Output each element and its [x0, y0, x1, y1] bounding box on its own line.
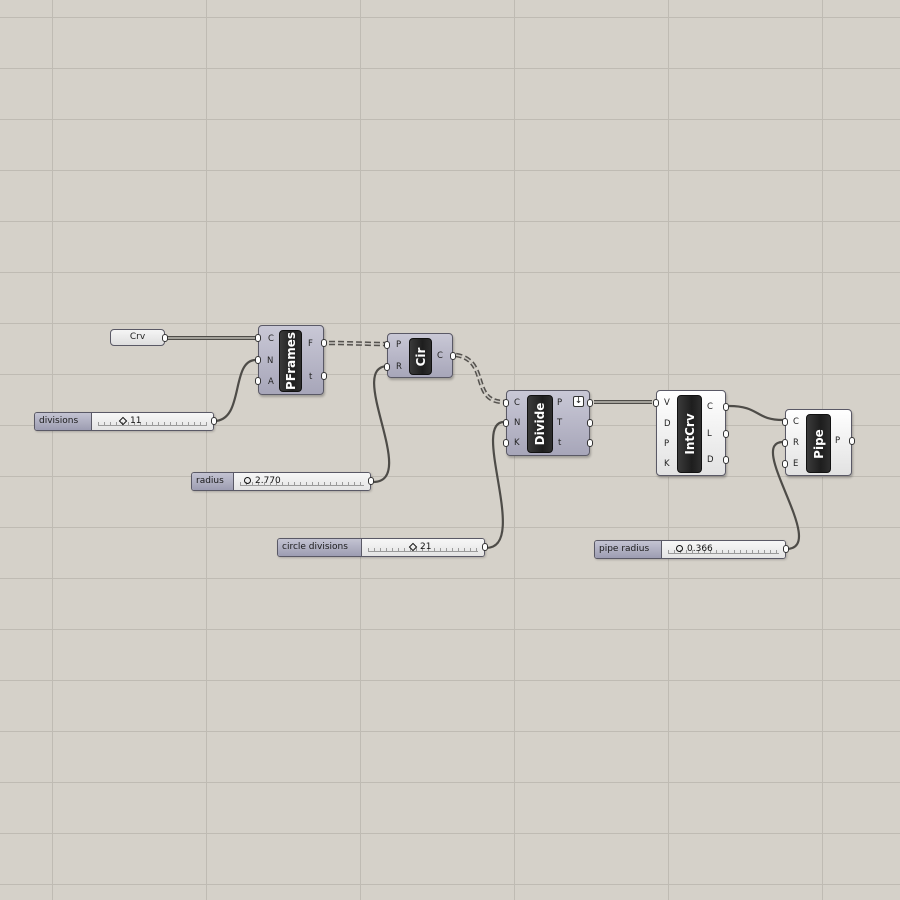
divide-grip-out-t[interactable]: [587, 419, 593, 427]
intcrv-grip-out-d[interactable]: [723, 456, 729, 464]
pipe-grip-in-r[interactable]: [782, 439, 788, 447]
pipe-title: Pipe: [806, 414, 831, 473]
pframes-grip-in-a[interactable]: [255, 377, 261, 385]
intcrv-grip-out-l[interactable]: [723, 430, 729, 438]
divisions-slider-label: divisions: [35, 413, 92, 430]
wire-radius-to-cir: [372, 364, 391, 484]
divisions-output-grip[interactable]: [211, 417, 217, 425]
divide-grip-out-p[interactable]: [587, 399, 593, 407]
pframes-grip-in-c[interactable]: [255, 334, 261, 342]
crv-parameter[interactable]: Crv: [110, 329, 168, 346]
crv-label: Crv: [129, 332, 146, 342]
divide-input-n: N: [514, 418, 521, 428]
wire-piperadius-to-pipe: [771, 440, 801, 551]
circle-divisions-slider-value[interactable]: 21: [408, 539, 431, 556]
divisions-slider-value[interactable]: 11: [118, 413, 141, 430]
wire-cir-to-divide: [455, 352, 505, 405]
cir-grip-out-c[interactable]: [450, 352, 456, 360]
pipe-output-p: P: [835, 436, 841, 446]
pipe-input-e: E: [793, 459, 799, 469]
radius-output-grip[interactable]: [368, 477, 374, 485]
wire-intcrv-to-pipe: [728, 404, 784, 422]
divide-output-t-lower: t: [558, 438, 562, 448]
slider-knob-icon[interactable]: [676, 545, 683, 552]
circle-divisions-slider-label: circle divisions: [278, 539, 362, 556]
pipe-grip-out-p[interactable]: [849, 437, 855, 445]
divide-grip-in-n[interactable]: [503, 419, 509, 427]
divisions-slider-track[interactable]: 11: [92, 413, 213, 430]
intcrv-grip-out-c[interactable]: [723, 403, 729, 411]
radius-slider-label: radius: [192, 473, 234, 490]
intcrv-input-p: P: [664, 439, 670, 449]
pframes-grip-out-t[interactable]: [321, 372, 327, 380]
pframes-input-n: N: [267, 356, 274, 366]
pipe-radius-slider-track[interactable]: 0.366: [662, 541, 785, 558]
pframes-grip-in-n[interactable]: [255, 356, 261, 364]
pframes-input-a: A: [268, 377, 274, 387]
cir-output-c: C: [437, 351, 443, 361]
intcrv-input-v: V: [664, 398, 670, 408]
cir-input-p: P: [396, 340, 402, 350]
intcrv-grip-in-v[interactable]: [653, 399, 659, 407]
pipe-grip-in-c[interactable]: [782, 418, 788, 426]
pipe-radius-output-grip[interactable]: [783, 545, 789, 553]
divisions-slider[interactable]: divisions 11: [34, 412, 217, 431]
radius-slider-track[interactable]: 2.770: [234, 473, 370, 490]
divide-input-c: C: [514, 398, 520, 408]
divide-component[interactable]: Divide C N K P T t ↓: [503, 390, 593, 456]
cir-grip-in-r[interactable]: [384, 363, 390, 371]
radius-slider[interactable]: radius 2.770: [191, 472, 374, 491]
cir-grip-in-p[interactable]: [384, 341, 390, 349]
arrow-down-glyph: ↓: [574, 396, 583, 406]
pframes-output-t: t: [309, 372, 313, 382]
circle-divisions-output-grip[interactable]: [482, 543, 488, 551]
wire-divisions-to-pframes: [213, 358, 257, 423]
circle-divisions-slider[interactable]: circle divisions 21: [277, 538, 488, 557]
crv-output-grip[interactable]: [162, 334, 168, 342]
cir-input-r: R: [396, 362, 402, 372]
pipe-grip-in-e[interactable]: [782, 460, 788, 468]
cir-title: Cir: [409, 338, 432, 375]
circle-divisions-slider-track[interactable]: 21: [362, 539, 484, 556]
divide-grip-in-k[interactable]: [503, 439, 509, 447]
intcrv-input-k: K: [664, 459, 670, 469]
intcrv-title: IntCrv: [677, 395, 702, 473]
intcrv-input-d: D: [664, 419, 671, 429]
pipe-radius-slider[interactable]: pipe radius 0.366: [594, 540, 789, 559]
pframes-title: PFrames: [279, 330, 302, 392]
pframes-output-f: F: [308, 339, 313, 349]
pipe-radius-slider-value[interactable]: 0.366: [676, 541, 713, 558]
divide-title: Divide: [527, 395, 553, 453]
intcrv-output-c: C: [707, 402, 713, 412]
pframes-component[interactable]: PFrames C N A F t: [255, 325, 327, 395]
pipe-input-c: C: [793, 417, 799, 427]
intcrv-output-d: D: [707, 455, 714, 465]
divide-grip-out-t2[interactable]: [587, 439, 593, 447]
slider-knob-icon[interactable]: [118, 416, 128, 426]
pframes-grip-out-f[interactable]: [321, 339, 327, 347]
divide-grip-in-c[interactable]: [503, 399, 509, 407]
intcrv-output-l: L: [707, 429, 712, 439]
wire-circledivisions-to-divide: [485, 420, 505, 550]
divide-output-t-upper: T: [557, 418, 563, 428]
divide-output-p: P: [557, 398, 563, 408]
arrow-down-icon: ↓: [573, 396, 584, 407]
intcrv-component[interactable]: IntCrv V D P K C L D: [653, 390, 729, 476]
cir-component[interactable]: Cir P R C: [384, 333, 456, 378]
slider-knob-icon[interactable]: [244, 477, 251, 484]
slider-knob-icon[interactable]: [408, 542, 418, 552]
pipe-component[interactable]: Pipe C R E P: [782, 409, 855, 476]
radius-slider-value[interactable]: 2.770: [244, 473, 281, 490]
pframes-input-c: C: [268, 334, 274, 344]
pipe-input-r: R: [793, 438, 799, 448]
divide-input-k: K: [514, 438, 520, 448]
pipe-radius-slider-label: pipe radius: [595, 541, 662, 558]
